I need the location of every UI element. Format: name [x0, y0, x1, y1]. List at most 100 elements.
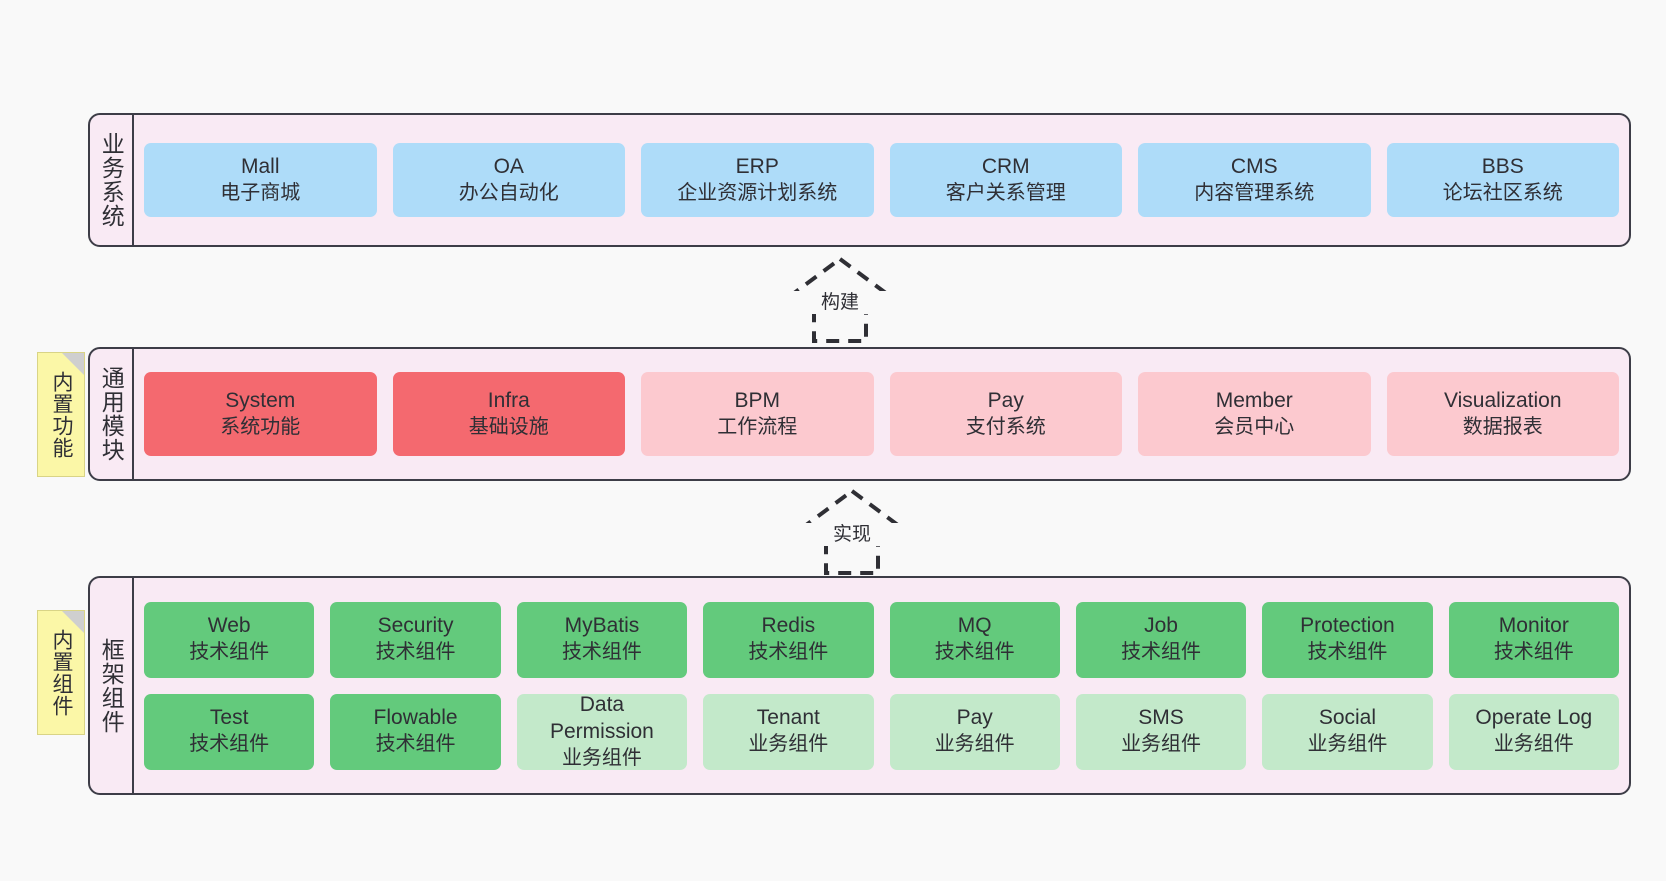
layer-common-modules: 通用模块 System 系统功能 Infra 基础设施 BPM 工作流程 Pay	[88, 347, 1631, 481]
box-erp-title: ERP	[735, 154, 779, 178]
business-box-row: Mall 电子商城 OA 办公自动化 ERP 企业资源计划系统 CRM 客户关系…	[144, 143, 1619, 217]
box-flowable[interactable]: Flowable 技术组件	[330, 693, 501, 770]
box-crm[interactable]: CRM 客户关系管理	[889, 143, 1122, 217]
box-member[interactable]: Member 会员中心	[1138, 372, 1371, 456]
connector-build: 构建	[750, 255, 930, 345]
common-box-row: System 系统功能 Infra 基础设施 BPM 工作流程 Pay 支付系统…	[144, 372, 1619, 456]
box-infra[interactable]: Infra 基础设施	[392, 372, 625, 456]
box-operate-log[interactable]: Operate Log 业务组件	[1448, 693, 1619, 770]
box-mq-subtitle: 技术组件	[934, 641, 1015, 664]
box-infra-subtitle: 基础设施	[468, 415, 549, 438]
box-test[interactable]: Test 技术组件	[144, 693, 315, 770]
box-web[interactable]: Web 技术组件	[144, 601, 315, 678]
box-pay-module[interactable]: Pay 支付系统	[889, 372, 1122, 456]
box-visualization-title: Visualization	[1443, 388, 1562, 412]
layer-body-framework: Web 技术组件 Security 技术组件 MyBatis 技术组件 Redi…	[134, 578, 1629, 793]
box-social[interactable]: Social 业务组件	[1262, 693, 1433, 770]
framework-tech-row: Web 技术组件 Security 技术组件 MyBatis 技术组件 Redi…	[144, 601, 1619, 678]
box-redis-subtitle: 技术组件	[748, 641, 829, 664]
box-tenant[interactable]: Tenant 业务组件	[703, 693, 874, 770]
box-mall[interactable]: Mall 电子商城	[144, 143, 377, 217]
box-system-title: System	[225, 388, 296, 412]
box-monitor-subtitle: 技术组件	[1493, 641, 1574, 664]
box-visualization[interactable]: Visualization 数据报表	[1386, 372, 1619, 456]
box-sms-title: SMS	[1138, 706, 1184, 730]
box-bpm-subtitle: 工作流程	[717, 415, 798, 438]
box-crm-title: CRM	[981, 154, 1030, 178]
box-erp-subtitle: 企业资源计划系统	[677, 181, 838, 204]
box-monitor-title: Monitor	[1498, 614, 1569, 638]
box-flowable-subtitle: 技术组件	[375, 733, 456, 756]
box-protection-subtitle: 技术组件	[1307, 641, 1388, 664]
layer-title-common: 通用模块	[90, 349, 134, 479]
box-member-subtitle: 会员中心	[1214, 415, 1295, 438]
note-fold-corner-icon	[62, 611, 84, 633]
note-builtin-features: 内置功能	[37, 352, 85, 477]
layer-business-systems: 业务系统 Mall 电子商城 OA 办公自动化 ERP 企业资源计划系统 CRM	[88, 113, 1631, 247]
box-oa[interactable]: OA 办公自动化	[392, 143, 625, 217]
box-social-title: Social	[1318, 706, 1377, 730]
note-builtin-components: 内置组件	[37, 610, 85, 735]
box-monitor[interactable]: Monitor 技术组件	[1448, 601, 1619, 678]
box-security-title: Security	[377, 614, 454, 638]
box-redis-title: Redis	[761, 614, 816, 638]
note-fold-corner-icon	[62, 353, 84, 375]
box-erp[interactable]: ERP 企业资源计划系统	[641, 143, 874, 217]
box-cms-title: CMS	[1230, 154, 1278, 178]
box-redis[interactable]: Redis 技术组件	[703, 601, 874, 678]
box-operate-log-subtitle: 业务组件	[1493, 733, 1574, 756]
box-mybatis-subtitle: 技术组件	[561, 641, 642, 664]
layer-body-common: System 系统功能 Infra 基础设施 BPM 工作流程 Pay 支付系统…	[134, 349, 1629, 479]
box-bbs-title: BBS	[1481, 154, 1524, 178]
box-protection[interactable]: Protection 技术组件	[1262, 601, 1433, 678]
box-pay-module-subtitle: 支付系统	[965, 415, 1046, 438]
box-pay-component-subtitle: 业务组件	[934, 733, 1015, 756]
box-infra-title: Infra	[487, 388, 530, 412]
box-mybatis[interactable]: MyBatis 技术组件	[516, 601, 688, 678]
layer-title-business: 业务系统	[90, 115, 134, 245]
box-pay-module-title: Pay	[987, 388, 1024, 412]
box-operate-log-title: Operate Log	[1475, 706, 1593, 730]
box-oa-subtitle: 办公自动化	[458, 181, 559, 204]
box-bbs[interactable]: BBS 论坛社区系统	[1386, 143, 1619, 217]
box-test-subtitle: 技术组件	[189, 733, 270, 756]
box-mq-title: MQ	[957, 614, 992, 638]
box-data-permission-subtitle: 业务组件	[561, 746, 642, 769]
box-protection-title: Protection	[1300, 614, 1395, 638]
note-builtin-components-label: 内置组件	[50, 628, 74, 717]
box-flowable-title: Flowable	[373, 706, 458, 730]
connector-build-label: 构建	[750, 291, 930, 314]
box-job[interactable]: Job 技术组件	[1075, 601, 1247, 678]
box-tenant-title: Tenant	[756, 706, 820, 730]
box-pay-component[interactable]: Pay 业务组件	[889, 693, 1060, 770]
box-job-subtitle: 技术组件	[1121, 641, 1202, 664]
box-job-title: Job	[1144, 614, 1178, 638]
box-security-subtitle: 技术组件	[375, 641, 456, 664]
box-security[interactable]: Security 技术组件	[330, 601, 501, 678]
box-mq[interactable]: MQ 技术组件	[889, 601, 1060, 678]
box-web-title: Web	[207, 614, 251, 638]
box-web-subtitle: 技术组件	[189, 641, 270, 664]
connector-implement-label: 实现	[762, 523, 942, 546]
box-bpm-title: BPM	[734, 388, 780, 412]
connector-implement: 实现	[762, 487, 942, 577]
box-data-permission-title: Data Permission	[550, 692, 654, 743]
box-mybatis-title: MyBatis	[564, 614, 640, 638]
note-builtin-features-label: 内置功能	[50, 370, 74, 459]
box-sms[interactable]: SMS 业务组件	[1075, 693, 1247, 770]
box-bpm[interactable]: BPM 工作流程	[641, 372, 874, 456]
box-social-subtitle: 业务组件	[1307, 733, 1388, 756]
box-crm-subtitle: 客户关系管理	[945, 181, 1066, 204]
box-visualization-subtitle: 数据报表	[1462, 415, 1543, 438]
box-system[interactable]: System 系统功能	[144, 372, 377, 456]
box-cms[interactable]: CMS 内容管理系统	[1138, 143, 1371, 217]
layer-framework-components: 框架组件 Web 技术组件 Security 技术组件 MyBatis 技术组件…	[88, 576, 1631, 795]
box-cms-subtitle: 内容管理系统	[1194, 181, 1315, 204]
framework-biz-row: Test 技术组件 Flowable 技术组件 Data Permission …	[144, 692, 1619, 770]
box-oa-title: OA	[493, 154, 524, 178]
box-data-permission[interactable]: Data Permission 业务组件	[516, 692, 688, 770]
box-mall-subtitle: 电子商城	[220, 181, 301, 204]
box-test-title: Test	[209, 706, 249, 730]
layer-body-business: Mall 电子商城 OA 办公自动化 ERP 企业资源计划系统 CRM 客户关系…	[134, 115, 1629, 245]
